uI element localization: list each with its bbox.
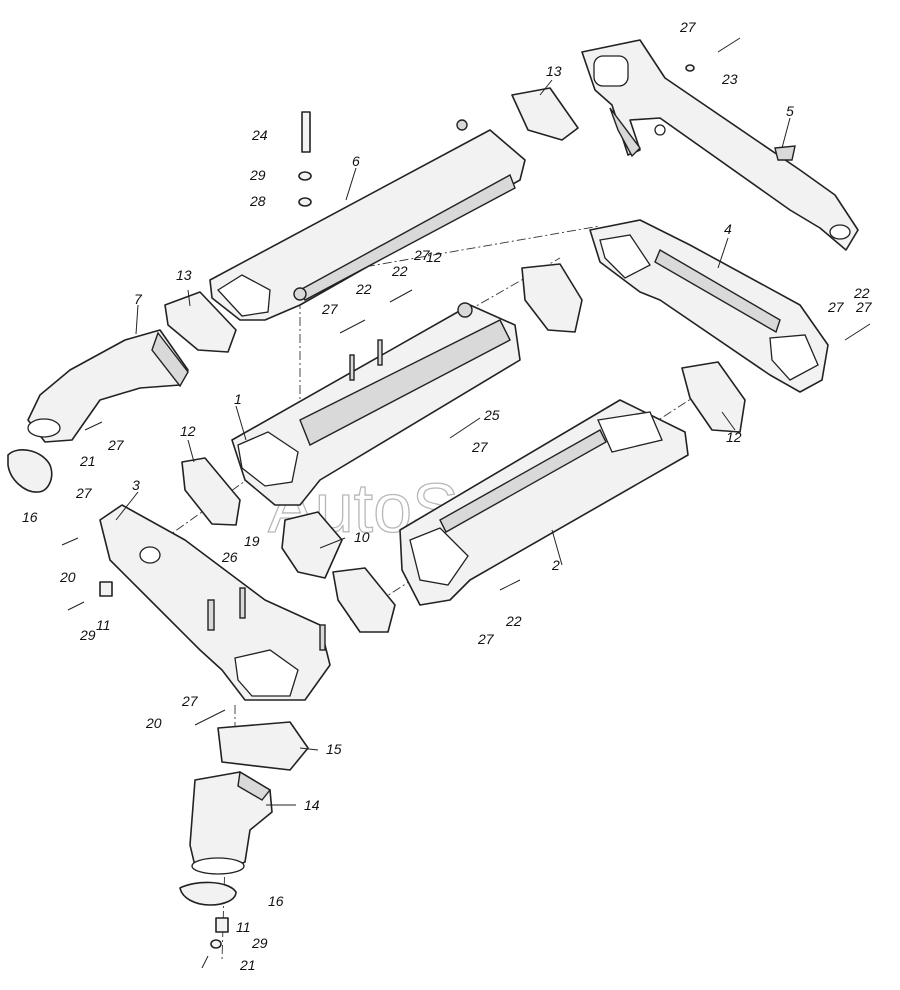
callout-12-right: 12 bbox=[726, 429, 742, 445]
callout-19: 19 bbox=[244, 533, 260, 549]
washer-28 bbox=[298, 197, 312, 207]
ring-16-left bbox=[7, 449, 53, 493]
callout-27-i: 27 bbox=[477, 631, 495, 647]
callout-27-c: 27 bbox=[321, 301, 339, 317]
callout-2: 2 bbox=[551, 557, 560, 573]
part-5-pipe bbox=[581, 39, 859, 251]
callout-6: 6 bbox=[352, 153, 360, 169]
callout-22-c: 22 bbox=[853, 285, 870, 301]
callout-29-bottom: 29 bbox=[251, 935, 268, 951]
gasket-13-upper bbox=[511, 87, 579, 141]
callout-27-d: 27 bbox=[827, 299, 845, 315]
callout-24: 24 bbox=[251, 127, 268, 143]
callout-15: 15 bbox=[326, 741, 342, 757]
callout-20-left: 20 bbox=[59, 569, 76, 585]
callout-22-d: 22 bbox=[505, 613, 522, 629]
ring-16-lower bbox=[179, 881, 237, 906]
callout-27-j: 27 bbox=[855, 299, 873, 315]
callout-10: 10 bbox=[354, 529, 370, 545]
part-14-pipe bbox=[189, 770, 273, 875]
callout-21-left: 21 bbox=[79, 453, 96, 469]
callout-29-left: 29 bbox=[79, 627, 96, 643]
callout-21-bottom: 21 bbox=[239, 957, 256, 973]
callout-22-b: 22 bbox=[391, 263, 408, 279]
callout-25: 25 bbox=[483, 407, 500, 423]
fasteners bbox=[61, 37, 871, 969]
callout-7: 7 bbox=[134, 291, 143, 307]
gaskets bbox=[7, 87, 746, 906]
gasket-12-left bbox=[181, 457, 241, 526]
callout-29-top: 29 bbox=[249, 167, 266, 183]
part-1-manifold bbox=[231, 302, 521, 506]
gasket-12-middle bbox=[521, 263, 583, 333]
callout-28: 28 bbox=[249, 193, 266, 209]
callout-27-f: 27 bbox=[471, 439, 489, 455]
callout-5: 5 bbox=[786, 103, 794, 119]
callout-27-h: 27 bbox=[181, 693, 199, 709]
part-2-manifold bbox=[399, 399, 689, 606]
callout-12-left: 12 bbox=[180, 423, 196, 439]
part-4-manifold bbox=[589, 219, 829, 393]
callout-20-lower: 20 bbox=[145, 715, 162, 731]
gasket-15 bbox=[217, 721, 309, 771]
callout-14: 14 bbox=[304, 797, 320, 813]
callout-27-a: 27 bbox=[679, 19, 697, 35]
callout-13-left: 13 bbox=[176, 267, 192, 283]
callout-11-bottom: 11 bbox=[236, 919, 251, 935]
callout-27-b: 27 bbox=[413, 247, 431, 263]
callout-labels: 1 2 3 4 5 6 7 10 11 11 12 12 12 13 13 14… bbox=[22, 19, 873, 973]
callout-16-bottom: 16 bbox=[268, 893, 284, 909]
callout-26: 26 bbox=[221, 549, 238, 565]
callout-3: 3 bbox=[132, 477, 140, 493]
callout-23: 23 bbox=[721, 71, 738, 87]
bolt-24 bbox=[301, 111, 311, 153]
callout-12-middle: 12 bbox=[426, 249, 442, 265]
part-7-elbow bbox=[27, 329, 189, 443]
washer-29 bbox=[298, 171, 312, 181]
callout-13-upper: 13 bbox=[546, 63, 562, 79]
callout-16-left: 16 bbox=[22, 509, 38, 525]
gasket-lower bbox=[332, 567, 396, 633]
callout-27-e: 27 bbox=[107, 437, 125, 453]
callout-1: 1 bbox=[234, 391, 242, 407]
part-6-manifold bbox=[209, 119, 526, 321]
gasket-10 bbox=[281, 511, 343, 579]
part-3-manifold bbox=[99, 504, 331, 701]
callout-leaders bbox=[115, 79, 791, 806]
callout-27-g: 27 bbox=[75, 485, 93, 501]
callout-11-left: 11 bbox=[96, 617, 111, 633]
gasket-12-right bbox=[681, 361, 746, 433]
callout-4: 4 bbox=[724, 221, 732, 237]
callout-22-a: 22 bbox=[355, 281, 372, 297]
gasket-13-left bbox=[164, 291, 237, 353]
